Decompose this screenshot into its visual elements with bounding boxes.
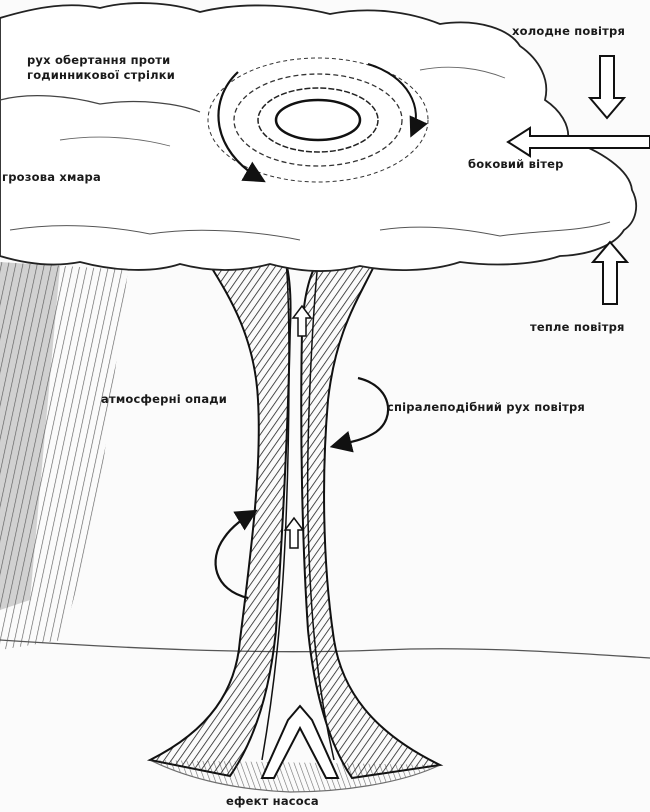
- ground-line: [0, 639, 650, 659]
- precipitation-area: [0, 262, 128, 650]
- spiral-arrow-left: [214, 509, 258, 600]
- pump-effect-label: ефект насоса: [226, 794, 319, 808]
- warm-air-label: тепле повітря: [530, 320, 625, 334]
- pump-effect-arrow: [260, 704, 340, 779]
- spiral-motion-label: спіралеподібний рух повітря: [387, 400, 585, 414]
- precipitation-label: атмосферні опади: [101, 392, 228, 406]
- warm-air-arrow: [590, 240, 630, 305]
- rotation-label: рух обертання проти годинникової стрілки: [27, 53, 175, 83]
- rotation-label-line1: рух обертання проти: [27, 53, 171, 67]
- tornado-funnel: [146, 261, 444, 793]
- rotation-label-line2: годинникової стрілки: [27, 67, 175, 82]
- thundercloud-label: грозова хмара: [2, 170, 101, 184]
- cold-air-label: холодне повітря: [512, 24, 626, 38]
- spiral-arrow-right: [329, 376, 390, 453]
- side-wind-arrow: [506, 126, 650, 158]
- rotation-vortex: [207, 57, 429, 183]
- side-wind-label: боковий вітер: [468, 157, 564, 171]
- updraft-arrow-lower: [283, 516, 305, 549]
- cold-air-arrow: [587, 55, 627, 120]
- updraft-arrow-upper: [291, 304, 313, 337]
